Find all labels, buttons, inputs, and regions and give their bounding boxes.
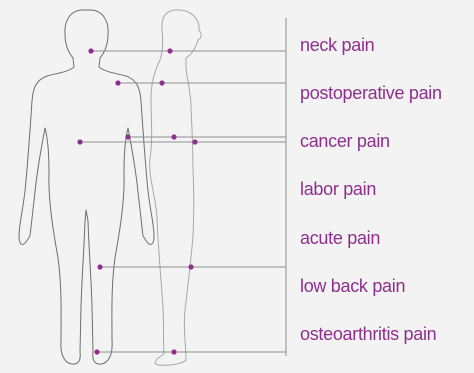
pain-point-neck-2 [167,48,172,53]
pain-point-cancer-b-2 [192,139,197,144]
human-body-front-outline-icon [19,10,154,364]
pain-point-cancer-a-1 [125,134,130,139]
pain-point-osteo-1 [94,349,99,354]
connector-layer [77,48,286,354]
pain-point-low-back-2 [188,264,193,269]
pain-point-cancer-a-2 [171,134,176,139]
pain-point-cancer-b-1 [77,139,82,144]
pain-point-low-back-1 [97,264,102,269]
pain-point-osteo-2 [171,349,176,354]
pain-point-neck-1 [88,48,93,53]
human-body-side-outline-icon [150,10,201,365]
pain-point-postop-2 [159,80,164,85]
pain-point-postop-1 [115,80,120,85]
